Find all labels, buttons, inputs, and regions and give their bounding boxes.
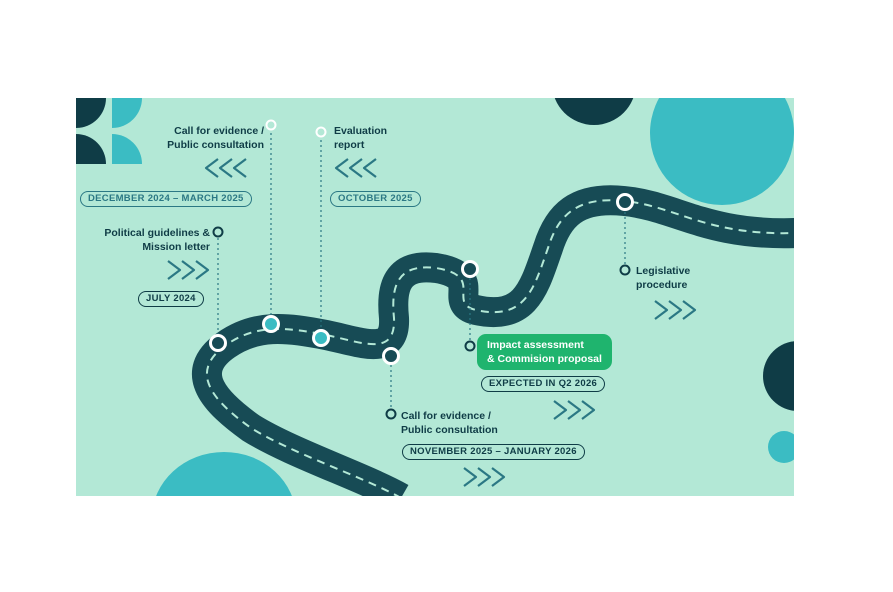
dot-political	[212, 226, 224, 238]
date-evaluation: OCTOBER 2025	[330, 191, 421, 207]
date-cfe2: NOVEMBER 2025 – JANUARY 2026	[402, 444, 585, 460]
road-markers	[209, 193, 634, 365]
dot-legislative	[619, 264, 631, 276]
road-center-dashes	[205, 199, 794, 496]
leader-lines	[217, 128, 626, 409]
marker-evaluation	[312, 329, 330, 347]
marker-impact	[461, 260, 479, 278]
dot-impact	[464, 340, 476, 352]
chevron-right-triple-icon	[463, 467, 506, 487]
label-evaluation: Evaluation report	[334, 125, 388, 151]
chevron-right-triple-icon	[654, 300, 697, 320]
date-cfe1: DECEMBER 2024 – MARCH 2025	[80, 191, 252, 207]
label-cfe1: Call for evidence / Public consultation	[167, 125, 264, 151]
top-right-circle	[650, 98, 794, 205]
dot-cfe2	[385, 408, 397, 420]
chevron-right-triple-icon	[553, 400, 596, 420]
decorative-shapes	[76, 98, 794, 496]
right-dark-circle	[763, 341, 794, 411]
label-impact: Impact assessment & Commision proposal	[477, 334, 612, 370]
chevron-left-triple-icon	[334, 158, 377, 178]
top-dark-circle	[554, 98, 634, 125]
date-political: JULY 2024	[138, 291, 204, 307]
corner-leaf-bottom-left	[76, 134, 106, 164]
corner-leaf-top-left	[76, 98, 106, 128]
label-political: Political guidelines & Mission letter	[104, 227, 210, 253]
label-cfe2: Call for evidence / Public consultation	[401, 410, 498, 436]
marker-cfe1	[262, 315, 280, 333]
roadmap-panel: Political guidelines & Mission letter JU…	[76, 98, 794, 496]
corner-leaf-bottom-right	[112, 134, 142, 164]
label-legislative: Legislative procedure	[636, 265, 691, 291]
date-impact: EXPECTED IN Q2 2026	[481, 376, 606, 392]
dot-evaluation	[315, 126, 327, 138]
dot-cfe1	[265, 119, 277, 131]
corner-leaf-top-right	[112, 98, 142, 128]
chevron-right-triple-icon	[167, 260, 210, 280]
marker-legislative	[616, 193, 634, 211]
marker-political	[209, 334, 227, 352]
label-dots	[212, 119, 631, 420]
chevron-left-triple-icon	[204, 158, 247, 178]
bottom-left-circle	[156, 452, 292, 496]
roadmap-graphic	[76, 98, 794, 496]
marker-cfe2	[382, 347, 400, 365]
right-small-circle	[768, 431, 794, 463]
